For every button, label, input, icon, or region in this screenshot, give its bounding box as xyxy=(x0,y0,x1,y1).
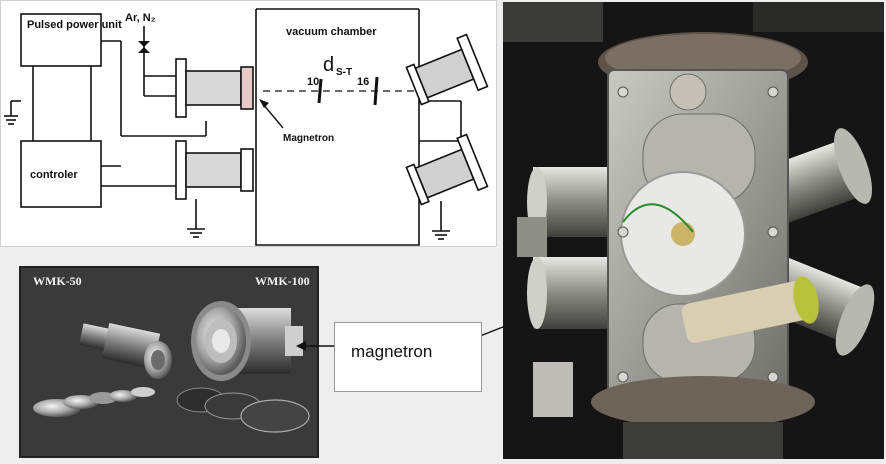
vacuum-chamber-label: vacuum chamber xyxy=(286,26,377,38)
schematic-diagram: Pulsed power unit controler Ar, N₂ vacuu… xyxy=(0,0,497,247)
wmk100-targets xyxy=(176,387,310,433)
distance-symbol: d xyxy=(323,54,334,76)
magnetron-callout: magnetron xyxy=(334,322,482,392)
magnetron-top-flange xyxy=(175,58,187,118)
gas-valve-icon xyxy=(138,41,150,53)
distance-min: 10 xyxy=(307,76,319,88)
wmk50-targets xyxy=(33,387,155,417)
wmk50-label: WMK-50 xyxy=(33,274,82,288)
wmk50-magnetron xyxy=(79,322,172,379)
vacuum-chamber-photo xyxy=(503,2,884,459)
wmk100-magnetron xyxy=(191,301,303,381)
wmk100-label: WMK-100 xyxy=(255,274,310,288)
pulsed-power-unit-label: Pulsed power unit xyxy=(27,19,122,31)
callout-label: magnetron xyxy=(351,342,433,361)
magnetron-product-photo: WMK-50 WMK-100 xyxy=(19,266,319,458)
magnetron-label: Magnetron xyxy=(283,133,334,144)
distance-subscript: S-T xyxy=(336,67,352,78)
controller-label: controler xyxy=(30,169,78,181)
gas-label: Ar, N₂ xyxy=(125,12,156,24)
pulsed-power-unit-box xyxy=(20,13,102,67)
distance-max: 16 xyxy=(357,76,369,88)
controller-box xyxy=(20,140,102,208)
vacuum-chamber-outline xyxy=(255,9,420,246)
magnetron-bottom-flange xyxy=(175,140,187,200)
